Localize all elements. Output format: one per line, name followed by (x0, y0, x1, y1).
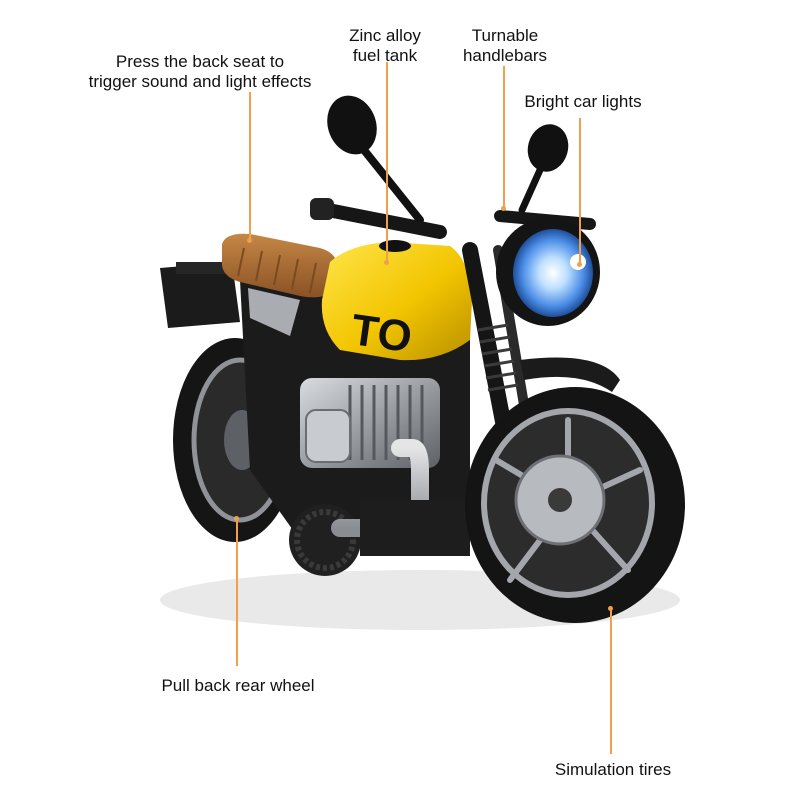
callout-lights-line1: Bright car lights (524, 92, 642, 111)
callout-tank-line1: Zinc alloy (349, 26, 421, 45)
seat-stitching (237, 247, 317, 294)
chassis-base (360, 500, 470, 556)
front-wheel (465, 387, 685, 623)
leader-tank-dot (384, 260, 389, 265)
pullback-gear (289, 504, 361, 576)
callout-lights: Bright car lights (508, 92, 658, 112)
callout-tank-line2: fuel tank (352, 46, 418, 65)
leader-lights-dot (577, 262, 582, 267)
headlight (496, 218, 600, 326)
rear-fender (160, 262, 240, 328)
left-mirror (327, 95, 424, 224)
callout-tires-line1: Simulation tires (554, 760, 672, 779)
leader-tank (386, 62, 388, 262)
leader-lights (579, 118, 581, 266)
leader-rear-wheel (236, 518, 238, 666)
right-mirror (518, 124, 569, 214)
callout-handlebars: Turnable handlebars (450, 26, 560, 66)
callout-handlebars-line1: Turnable (471, 26, 539, 45)
callout-handlebars-line2: handlebars (462, 46, 548, 65)
leader-handlebars-dot (501, 206, 506, 211)
callout-tires: Simulation tires (538, 760, 688, 780)
callout-tank: Zinc alloy fuel tank (330, 26, 440, 66)
leader-seat (249, 92, 251, 240)
leader-seat-dot (247, 238, 252, 243)
leader-tires-dot (608, 606, 613, 611)
seat (221, 233, 337, 298)
leader-handlebars (503, 66, 505, 208)
tank-decal: TO (348, 305, 415, 362)
leader-tires (610, 608, 612, 754)
callout-seat: Press the back seat to trigger sound and… (70, 52, 330, 92)
leader-rear-wheel-dot (234, 516, 239, 521)
callout-rear-wheel: Pull back rear wheel (138, 676, 338, 696)
callout-seat-line2: trigger sound and light effects (88, 72, 312, 91)
callout-seat-line1: Press the back seat to (115, 52, 285, 71)
fuel-tank (321, 242, 472, 361)
front-fender (520, 357, 620, 392)
callout-rear-wheel-line1: Pull back rear wheel (161, 676, 315, 695)
tank-cap (379, 240, 411, 252)
tail-bracket (176, 262, 236, 274)
frame-silver-bracket (248, 288, 300, 336)
